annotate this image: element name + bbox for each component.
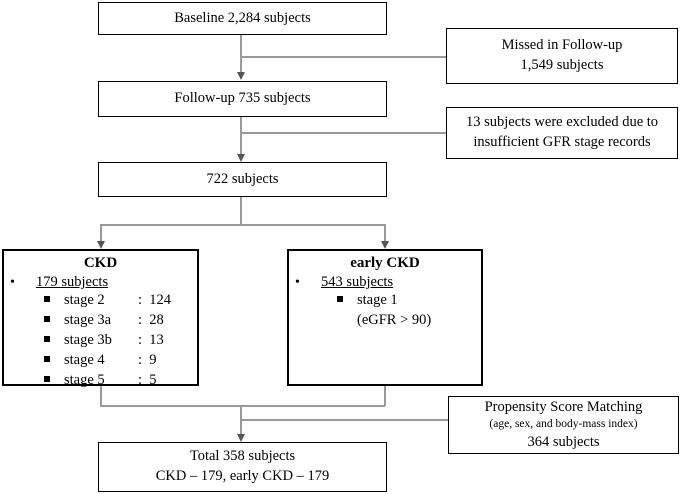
stage-name: stage 4 [64, 352, 105, 368]
connector-split [100, 224, 385, 226]
ckd-count-row: • 179 subjects [10, 274, 108, 291]
list-item: (eGFR > 90) [337, 312, 431, 332]
arrow-to-ckd [97, 241, 105, 249]
stage-count: : 124 [138, 292, 172, 308]
connector-join [100, 405, 385, 407]
missed-line2: 1,549 subjects [520, 57, 604, 73]
early-ckd-bullet: • [295, 275, 300, 290]
early-ckd-stage-list: stage 1 (eGFR > 90) [337, 292, 431, 332]
followup-text: Follow-up 735 subjects [174, 90, 311, 107]
connector-left-down [100, 224, 102, 247]
baseline-text: Baseline 2,284 subjects [174, 9, 311, 26]
excluded-line1: 13 subjects were excluded due to [465, 114, 659, 131]
psm-line3: 364 subjects [527, 433, 600, 450]
connector-main-4 [240, 405, 242, 440]
connector-main-3 [240, 196, 242, 225]
remaining-text: 722 subjects [206, 170, 279, 187]
list-item: stage 5 : 5 [44, 372, 171, 392]
stage-name: stage 3b [64, 332, 112, 348]
ckd-bullet: • [10, 275, 15, 290]
square-bullet-icon [44, 316, 50, 322]
square-bullet-icon [44, 336, 50, 342]
stage-count: : 9 [138, 352, 157, 368]
stage-count: : 28 [138, 312, 164, 328]
ckd-box: CKD • 179 subjects stage 2 : 124 stage 3… [2, 249, 199, 388]
psm-box: Propensity Score Matching (age, sex, and… [448, 396, 679, 454]
stage-name: stage 5 [64, 372, 105, 388]
connector-to-psm [241, 419, 449, 421]
square-bullet-icon [44, 376, 50, 382]
psm-line2: (age, sex, and body-mass index) [489, 418, 638, 431]
early-ckd-count-row: • 543 subjects [295, 274, 393, 291]
arrow-to-722 [237, 154, 245, 162]
psm-line1: Propensity Score Matching [484, 398, 643, 415]
missed-line1: Missed in Follow-up [501, 37, 623, 54]
stage-count: : 5 [138, 372, 157, 388]
list-item: stage 1 [337, 292, 431, 312]
connector-main-1 [240, 34, 242, 74]
connector-to-missed [241, 56, 447, 58]
missed-box: Missed in Follow-up 1,549 subjects [446, 28, 678, 84]
arrow-to-early-ckd [381, 241, 389, 249]
square-bullet-icon [337, 296, 343, 302]
ckd-title: CKD [83, 255, 118, 271]
connector-right-down [384, 224, 386, 247]
connector-to-excluded [241, 132, 447, 134]
square-bullet-icon [44, 356, 50, 362]
connector-main-2 [240, 117, 242, 156]
excluded-line2: insufficient GFR stage records [473, 134, 651, 150]
followup-box: Follow-up 735 subjects [98, 81, 387, 117]
ckd-stage-list: stage 2 : 124 stage 3a : 28 stage 3b : 1… [44, 292, 171, 392]
total-box: Total 358 subjects CKD – 179, early CKD … [98, 442, 387, 492]
list-item: stage 2 : 124 [44, 292, 171, 312]
stage-name: stage 1 [357, 292, 398, 308]
connector-early-up [384, 386, 386, 406]
stage-name: stage 3a [64, 312, 112, 328]
list-item: stage 4 : 9 [44, 352, 171, 372]
early-ckd-count: 543 subjects [321, 274, 394, 290]
total-line1: Total 358 subjects [189, 448, 296, 465]
arrow-to-followup [237, 72, 245, 80]
stage-detail: (eGFR > 90) [357, 312, 432, 328]
stage-name: stage 2 [64, 292, 105, 308]
remaining-box: 722 subjects [98, 162, 387, 197]
square-bullet-icon [44, 296, 50, 302]
early-ckd-title: early CKD [350, 255, 420, 271]
list-item: stage 3b : 13 [44, 332, 171, 352]
early-ckd-box: early CKD • 543 subjects stage 1 (eGFR >… [287, 249, 483, 386]
stage-count: : 13 [138, 332, 164, 348]
list-item: stage 3a : 28 [44, 312, 171, 332]
arrow-to-total [237, 434, 245, 442]
excluded-box: 13 subjects were excluded due to insuffi… [446, 107, 678, 159]
ckd-count: 179 subjects [36, 274, 109, 290]
baseline-box: Baseline 2,284 subjects [98, 2, 387, 35]
connector-ckd-up [100, 386, 102, 406]
total-line2: CKD – 179, early CKD – 179 [155, 468, 330, 484]
